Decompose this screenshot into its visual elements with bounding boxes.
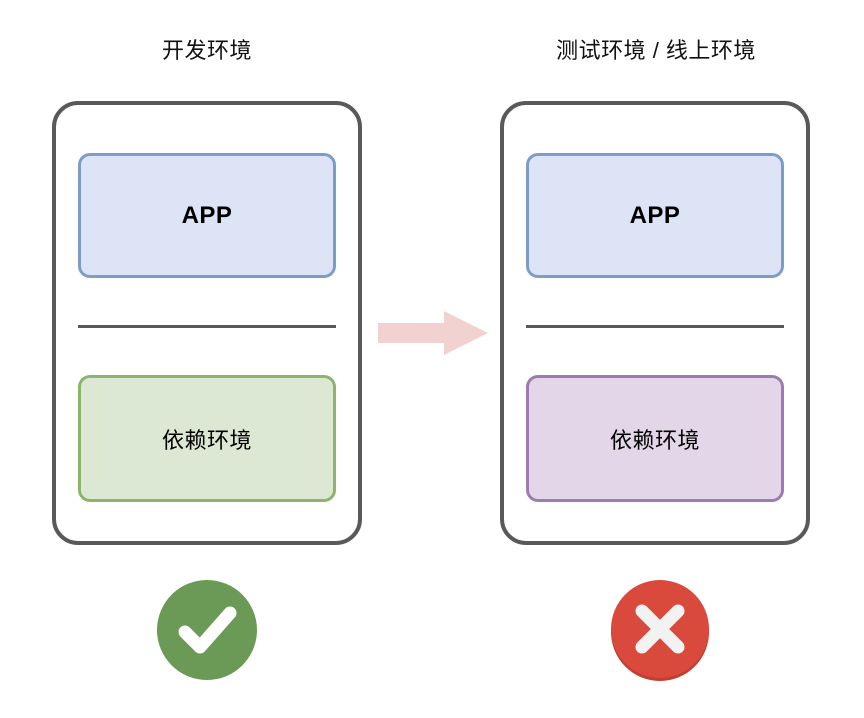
layer-box-app-dev: APP [78, 153, 336, 278]
environment-card-dev: APP 依赖环境 [52, 101, 362, 545]
layer-divider-dev [78, 325, 336, 328]
column-title-dev: 开发环境 [161, 38, 252, 63]
layer-divider-test-prod [526, 325, 784, 328]
layer-label-dependency-dev: 依赖环境 [161, 427, 252, 453]
layer-label-app-test-prod: APP [629, 201, 681, 229]
column-title-test-prod: 测试环境 / 线上环境 [556, 38, 756, 63]
right-arrow-icon [378, 311, 488, 355]
layer-label-app-dev: APP [181, 201, 233, 229]
environment-card-test-prod: APP 依赖环境 [500, 101, 810, 545]
layer-box-dependency-dev: 依赖环境 [78, 375, 336, 502]
layer-box-app-test-prod: APP [526, 153, 784, 278]
check-circle-icon [157, 580, 257, 680]
layer-label-dependency-test-prod: 依赖环境 [609, 427, 700, 453]
x-circle-icon [611, 580, 709, 681]
layer-box-dependency-test-prod: 依赖环境 [526, 375, 784, 502]
